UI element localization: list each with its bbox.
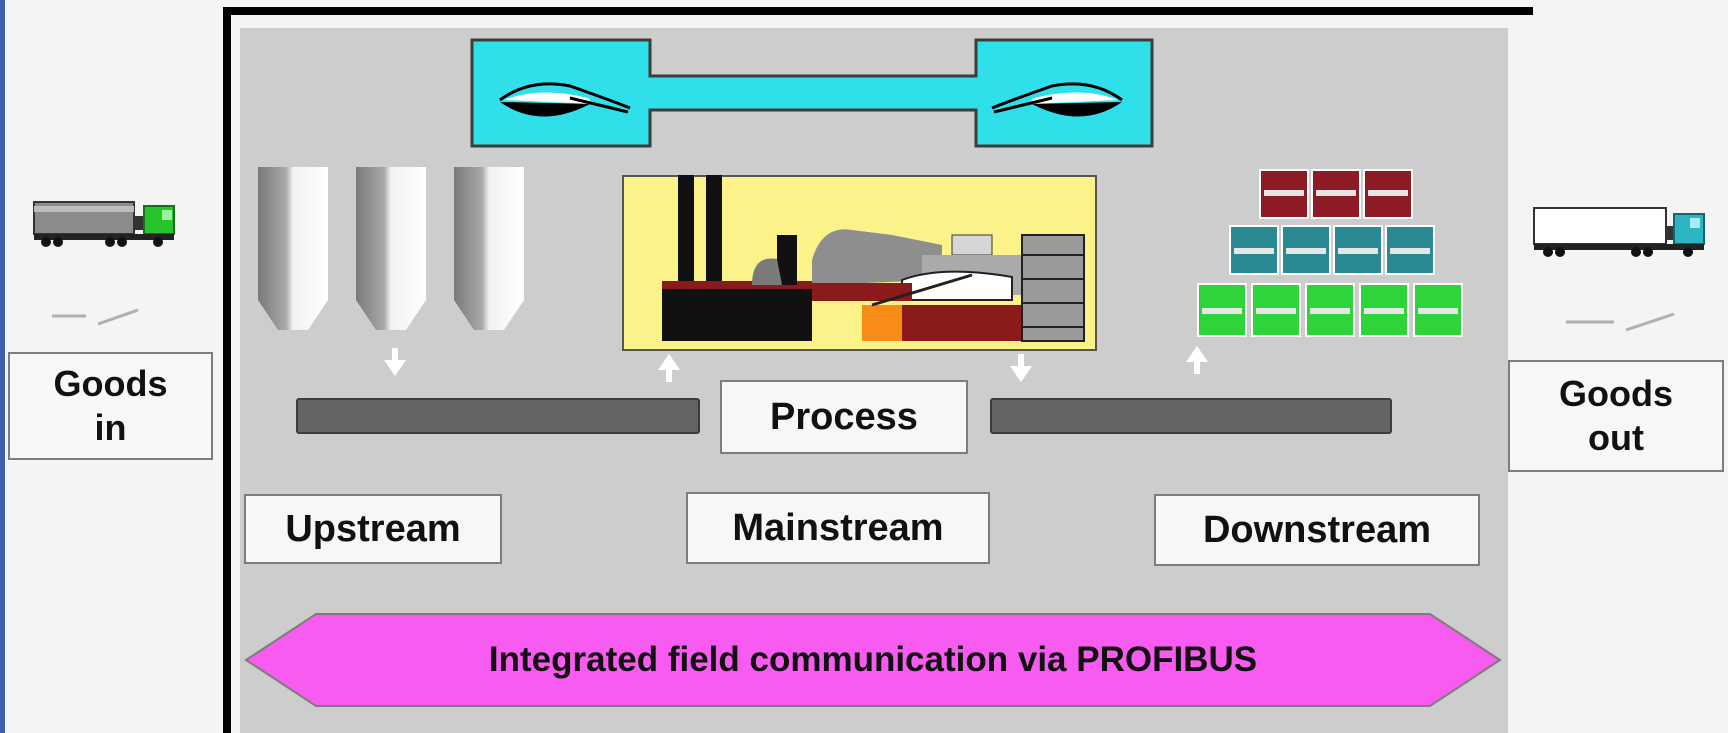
window-left-edge [0,0,5,733]
panel-left-border [223,7,231,733]
truck-in-icon [32,196,182,252]
mainstream-label: Mainstream [686,492,990,564]
process-label: Process [720,380,968,454]
arrow-up-icon [1186,346,1208,386]
arrow-down-icon [384,348,406,388]
truck-in-shadow [52,304,142,328]
panel-top-border [223,7,1533,15]
upstream-label: Upstream [244,494,502,564]
arrow-up-icon [658,354,680,394]
ladle-icon [470,38,1156,150]
downstream-conveyor-bar [990,398,1392,434]
arrow-down-icon [1010,354,1032,394]
upstream-conveyor-bar [296,398,700,434]
goods-in-label: Goods in [8,352,213,460]
silo-icon [256,165,546,335]
factory-icon [622,175,1097,351]
truck-out-icon [1532,204,1712,264]
goods-out-label: Goods out [1508,360,1724,472]
crate-stack-icon [1196,168,1472,342]
profibus-banner: Integrated field communication via PROFI… [244,612,1502,708]
downstream-label: Downstream [1154,494,1480,566]
profibus-banner-text: Integrated field communication via PROFI… [488,640,1258,679]
truck-out-shadow [1566,310,1678,334]
